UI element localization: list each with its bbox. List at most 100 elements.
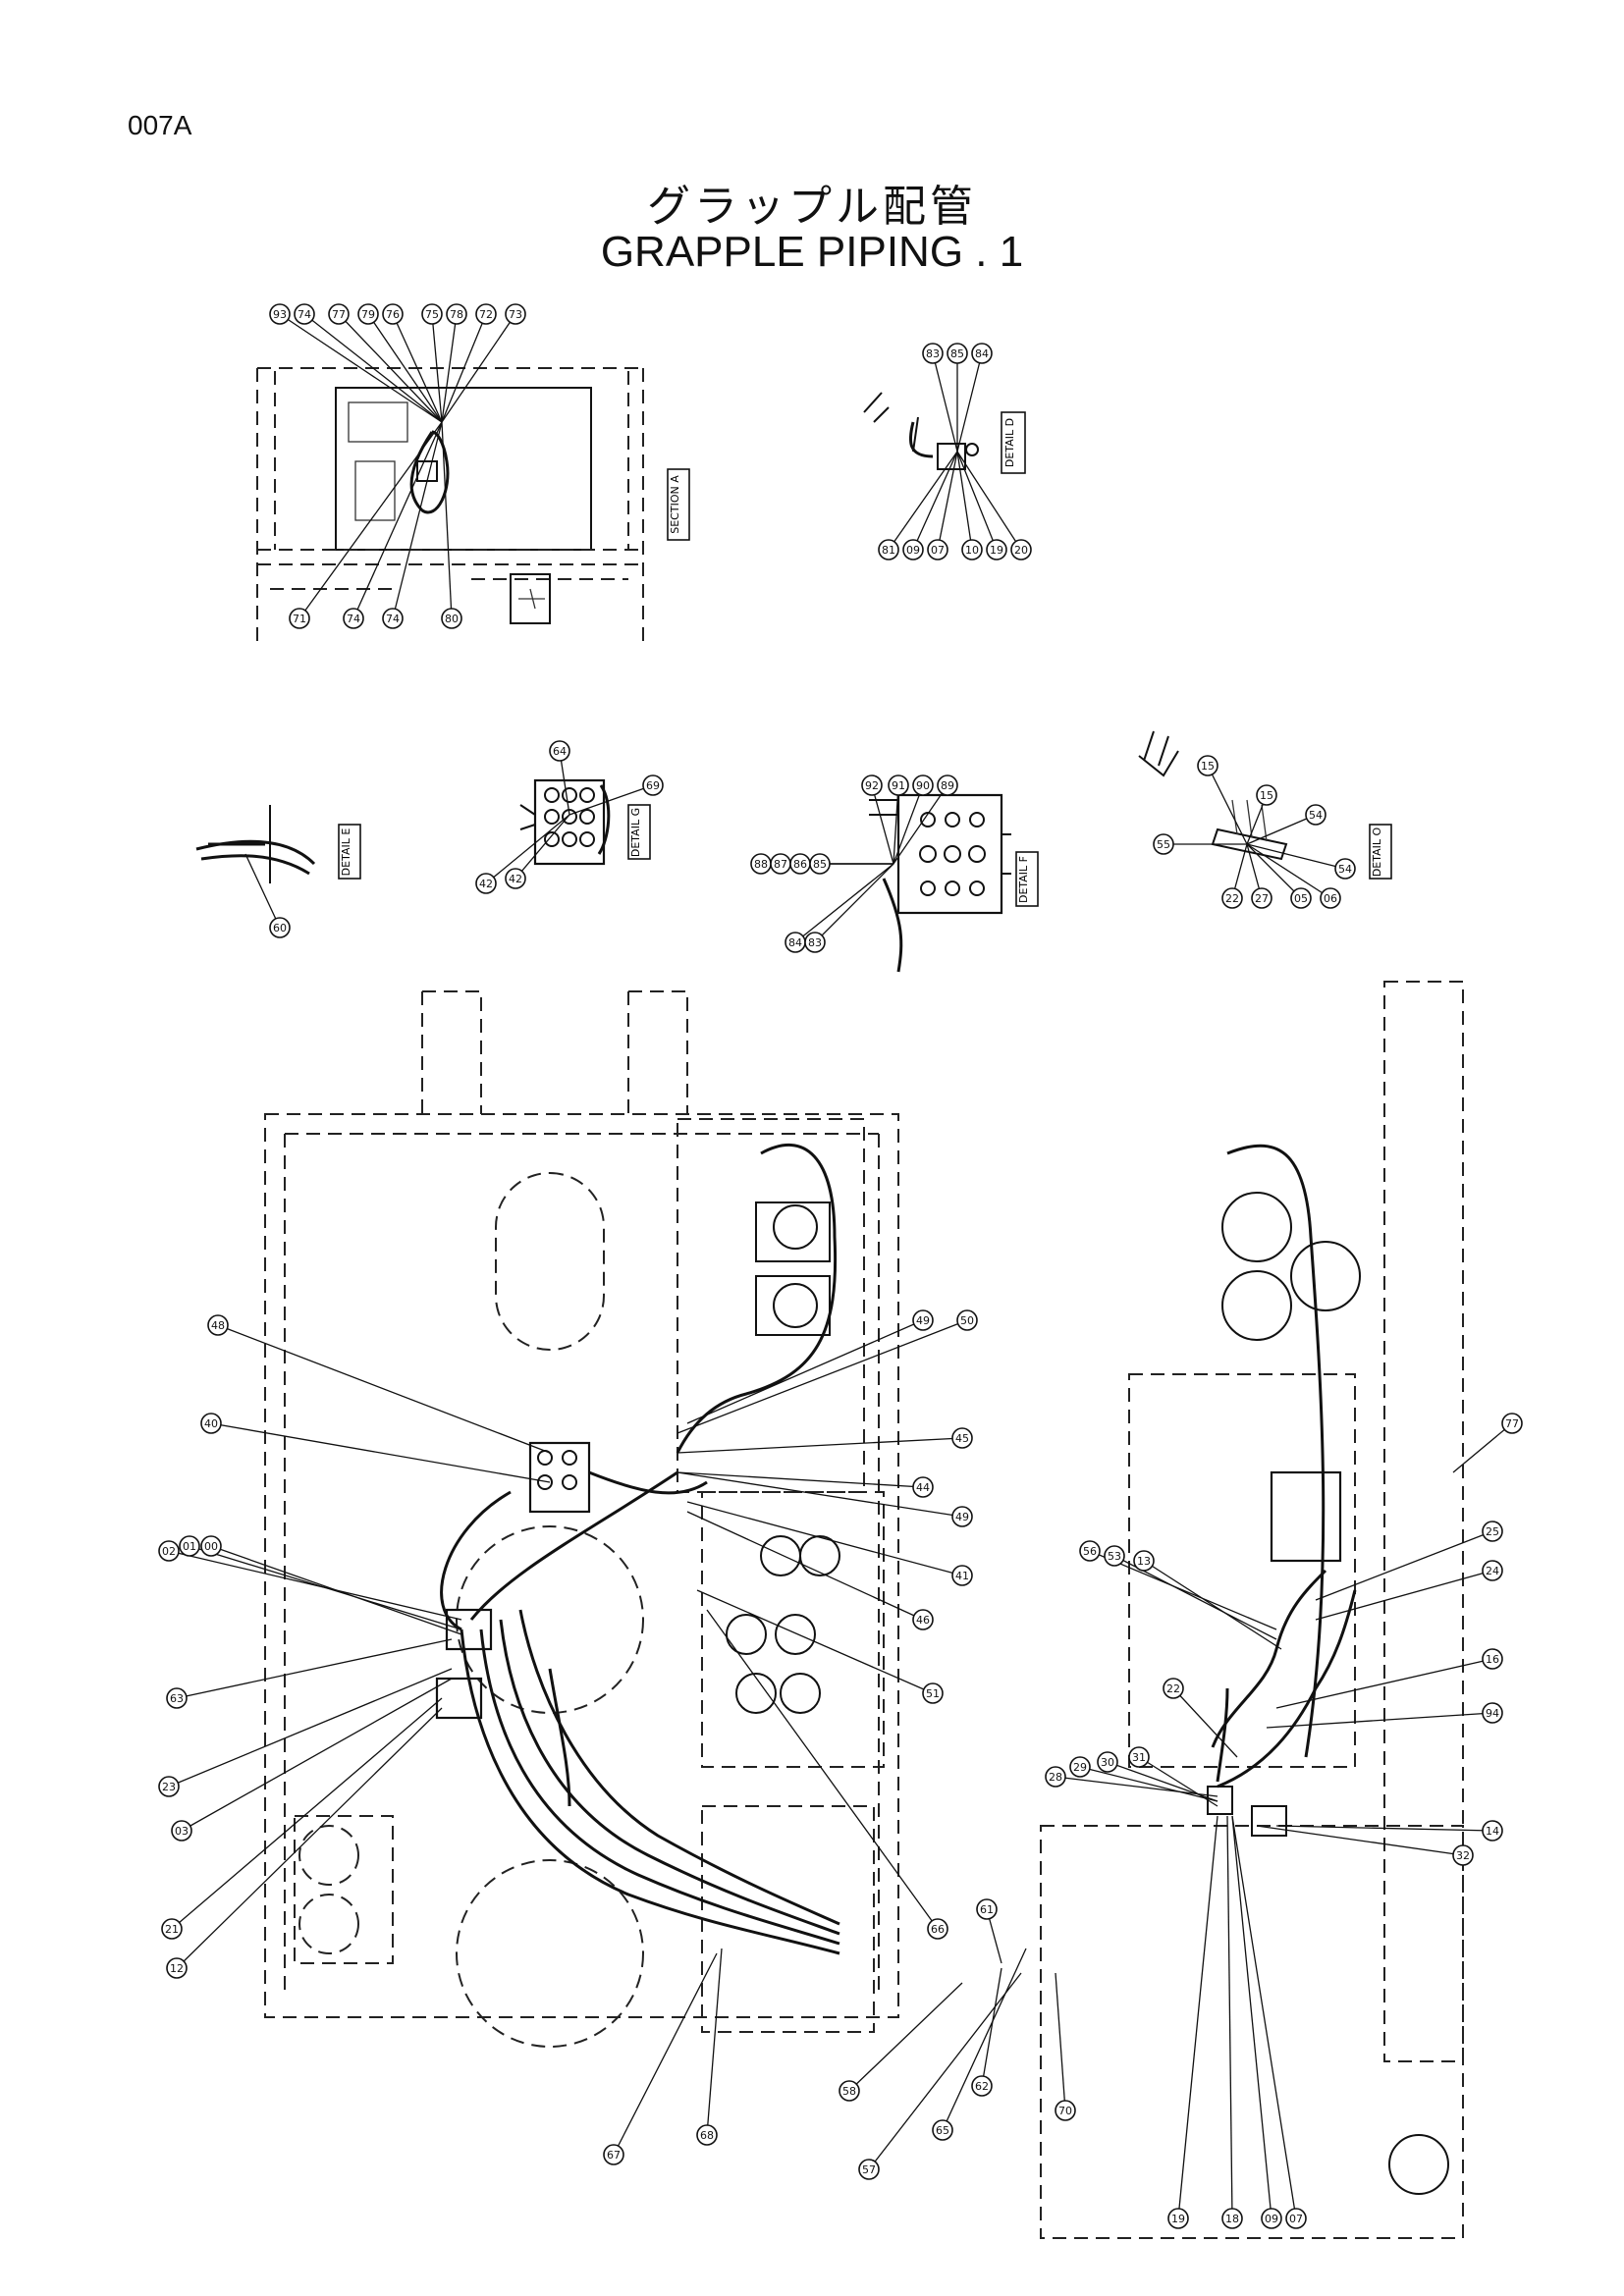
title-english: GRAPPLE PIPING . 1 xyxy=(600,228,1024,276)
part-balloon-81: 81 xyxy=(878,451,958,561)
balloon-number: 75 xyxy=(425,308,439,321)
part-balloon-02: 02 xyxy=(158,1540,462,1621)
balloon-number: 89 xyxy=(941,779,954,792)
balloon-number: 84 xyxy=(788,936,802,949)
balloon-number: 49 xyxy=(916,1314,930,1327)
detail-d-tag xyxy=(1001,411,1026,474)
leader-line xyxy=(392,421,443,619)
leader-line xyxy=(1172,1687,1238,1758)
leader-line xyxy=(696,1589,934,1694)
leader-line xyxy=(367,313,443,423)
part-balloon-85: 85 xyxy=(809,853,893,875)
part-balloon-27: 27 xyxy=(1246,843,1272,909)
part-balloon-73: 73 xyxy=(441,303,526,423)
balloon-number: 77 xyxy=(1505,1417,1519,1430)
leader-line xyxy=(956,451,973,551)
part-balloon-13: 13 xyxy=(1133,1550,1282,1650)
leader-line xyxy=(168,1668,453,1788)
balloon-number: 83 xyxy=(926,347,940,360)
leader-line xyxy=(431,313,443,423)
part-balloon-67: 67 xyxy=(603,1952,718,2165)
part-balloon-07: 07 xyxy=(927,451,958,561)
part-balloon-25: 25 xyxy=(1315,1521,1503,1601)
balloon-number: 21 xyxy=(165,1923,179,1936)
balloon-number: 86 xyxy=(793,858,807,871)
part-balloon-31: 31 xyxy=(1128,1746,1218,1807)
balloon-number: 67 xyxy=(607,2149,621,2162)
part-balloon-72: 72 xyxy=(441,303,497,423)
balloon-number: 25 xyxy=(1486,1525,1499,1538)
view-tag-e: DETAIL E xyxy=(340,828,352,877)
leader-line xyxy=(956,352,983,453)
part-balloon-79: 79 xyxy=(357,303,443,423)
part-balloon-83: 83 xyxy=(922,343,958,453)
part-balloon-29: 29 xyxy=(1069,1756,1218,1802)
leader-line xyxy=(706,1948,723,2136)
balloon-number: 54 xyxy=(1309,809,1323,822)
part-balloon-46: 46 xyxy=(686,1511,934,1630)
leader-line xyxy=(514,814,570,880)
part-balloon-51: 51 xyxy=(696,1589,944,1704)
leader-line xyxy=(1055,1776,1218,1797)
detail-o-tag xyxy=(1369,824,1392,880)
part-balloon-84: 84 xyxy=(956,343,993,453)
part-balloon-71: 71 xyxy=(289,421,443,629)
leader-line xyxy=(1138,1756,1218,1807)
part-balloon-75: 75 xyxy=(421,303,443,423)
leader-line xyxy=(868,1972,1022,2170)
part-balloon-69: 69 xyxy=(568,774,664,816)
balloon-number: 15 xyxy=(1260,789,1273,802)
part-balloon-60: 60 xyxy=(244,853,291,938)
balloon-number: 22 xyxy=(1166,1682,1180,1695)
balloon-number: 16 xyxy=(1486,1653,1499,1666)
section-a-tag xyxy=(667,468,690,541)
part-balloon-74: 74 xyxy=(343,421,443,629)
part-balloon-63: 63 xyxy=(166,1638,453,1709)
balloon-number: 28 xyxy=(1049,1771,1062,1784)
part-balloon-68: 68 xyxy=(696,1948,723,2146)
part-balloon-41: 41 xyxy=(686,1501,973,1586)
leader-line xyxy=(613,1952,718,2156)
leader-line xyxy=(1246,843,1331,899)
leader-line xyxy=(338,313,443,423)
part-balloon-83: 83 xyxy=(804,863,894,953)
balloon-number: 56 xyxy=(1083,1545,1097,1558)
leader-line xyxy=(932,352,958,453)
leader-line xyxy=(1231,1815,1272,2219)
balloon-number: 27 xyxy=(1255,892,1269,905)
leader-line xyxy=(1256,1825,1464,1856)
view-tag-g: DETAIL G xyxy=(629,808,642,857)
part-balloon-80: 80 xyxy=(441,421,462,629)
part-balloon-91: 91 xyxy=(888,774,909,865)
part-balloon-58: 58 xyxy=(839,1982,963,2102)
leader-line xyxy=(279,313,443,423)
part-balloon-65: 65 xyxy=(932,1948,1027,2141)
leader-line xyxy=(848,1982,963,2092)
part-balloon-84: 84 xyxy=(785,863,894,953)
leader-line xyxy=(176,1638,453,1699)
detail-f-tag xyxy=(1015,851,1039,907)
balloon-number: 09 xyxy=(906,544,920,557)
leader-line xyxy=(441,313,458,423)
part-balloon-94: 94 xyxy=(1266,1702,1503,1729)
view-tag-f: DETAIL F xyxy=(1017,856,1030,903)
balloon-number: 41 xyxy=(955,1570,969,1582)
leader-line xyxy=(559,750,570,816)
balloon-number: 64 xyxy=(553,745,567,758)
balloon-number: 85 xyxy=(813,858,827,871)
view-tag-a: SECTION A xyxy=(669,475,681,534)
view-tag-o: DETAIL O xyxy=(1371,827,1383,877)
leader-line xyxy=(217,1324,551,1454)
balloon-number: 80 xyxy=(445,613,459,625)
leader-line xyxy=(794,863,894,943)
balloon-number: 29 xyxy=(1073,1761,1087,1774)
balloon-number: 13 xyxy=(1137,1555,1151,1568)
balloon-number: 94 xyxy=(1486,1707,1499,1720)
balloon-number: 54 xyxy=(1338,863,1352,876)
balloon-number: 15 xyxy=(1201,760,1215,773)
part-balloon-54: 54 xyxy=(1246,804,1326,845)
main-plan-view xyxy=(264,990,899,2048)
balloon-number: 02 xyxy=(162,1545,176,1558)
leader-line xyxy=(912,451,958,551)
balloon-number: 03 xyxy=(175,1825,189,1838)
